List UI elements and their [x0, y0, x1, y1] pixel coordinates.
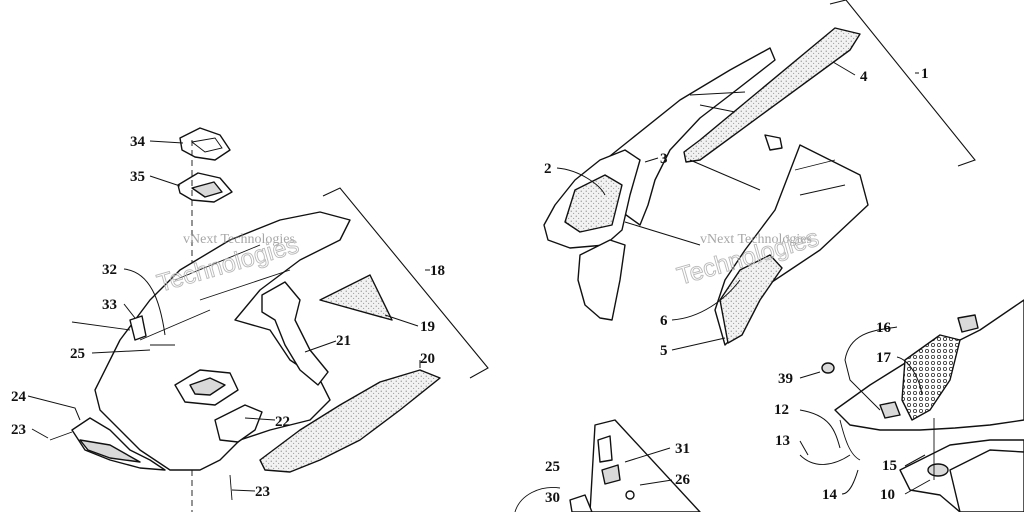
assembly-windshield-side	[543, 0, 976, 351]
callout-4: 4	[860, 69, 868, 85]
part-25-hose	[514, 487, 561, 512]
callout-25-left: 25	[70, 346, 85, 362]
callout-22: 22	[275, 414, 290, 430]
callout-31: 31	[675, 441, 690, 457]
assembly-headlight	[799, 299, 1024, 512]
part-39-bulb	[821, 362, 835, 374]
part-33-clip	[129, 315, 147, 341]
bracket-18	[322, 187, 489, 379]
callout-12: 12	[774, 402, 789, 418]
callout-5: 5	[660, 343, 668, 359]
callout-13: 13	[775, 433, 790, 449]
part-10-grommet	[927, 463, 949, 477]
part-24-front	[71, 417, 166, 471]
part-19-triangle	[319, 274, 393, 321]
callout-34: 34	[130, 134, 146, 150]
callout-10: 10	[880, 487, 895, 503]
part-console-recess	[189, 377, 226, 396]
callout-23-left: 23	[11, 422, 26, 438]
callout-18: 18	[430, 263, 445, 279]
callout-2: 2	[544, 161, 552, 177]
part-lens	[879, 401, 901, 419]
part-21-bracket	[261, 281, 329, 386]
callout-19: 19	[420, 319, 435, 335]
callout-17: 17	[876, 350, 892, 366]
bracket-1	[829, 0, 976, 167]
part-30-connector	[569, 494, 593, 512]
part-35-opening	[191, 181, 223, 198]
part-24-shade	[79, 439, 141, 463]
part-17-grille	[901, 334, 961, 421]
callout-20: 20	[420, 351, 435, 367]
callout-23-bottom: 23	[255, 484, 270, 500]
callout-3: 3	[660, 151, 668, 167]
callout-21: 21	[336, 333, 351, 349]
part-13-wire	[799, 454, 851, 465]
part-20-pad	[259, 369, 441, 473]
part-22-bracket	[214, 404, 263, 443]
part-16-light	[957, 314, 979, 333]
callout-16: 16	[876, 320, 892, 336]
callout-15: 15	[882, 458, 897, 474]
part-23-screw-bottom	[229, 474, 233, 501]
clip-part	[764, 134, 783, 151]
part-23-screw-left	[49, 431, 73, 441]
assembly-bottom	[514, 419, 701, 512]
part-3-panel	[599, 47, 776, 226]
callout-14: 14	[822, 487, 838, 503]
part-console-body	[94, 211, 351, 471]
part-5-foam	[719, 254, 783, 344]
callout-35: 35	[130, 169, 145, 185]
part-2-face	[564, 174, 623, 233]
watermark-text-right: vNext Technologies	[700, 232, 812, 247]
part-10-inner	[949, 449, 1024, 512]
callout-32: 32	[102, 262, 117, 278]
part-31-switch	[601, 464, 621, 485]
callout-25-bottom: 25	[545, 459, 560, 475]
watermark-text-left: vNext Technologies	[183, 232, 295, 247]
callout-26: 26	[675, 472, 691, 488]
callout-33: 33	[102, 297, 117, 313]
callout-24: 24	[11, 389, 27, 405]
callout-39: 39	[778, 371, 793, 387]
callout-labels: 1 2 3 4 5 6 10 12 13 14 15 16 17 18 19 2…	[11, 66, 929, 506]
part-6-lower	[577, 239, 626, 321]
part-33-screw	[71, 321, 131, 331]
part-26-panel	[589, 419, 701, 512]
callout-1: 1	[921, 66, 929, 82]
callout-6: 6	[660, 313, 668, 329]
part-fastener	[625, 490, 635, 500]
callout-30: 30	[545, 490, 560, 506]
part-34-gasket	[179, 127, 231, 161]
part-12-cable	[839, 419, 861, 461]
assembly-console	[27, 127, 489, 512]
part-31-housing	[597, 435, 613, 463]
